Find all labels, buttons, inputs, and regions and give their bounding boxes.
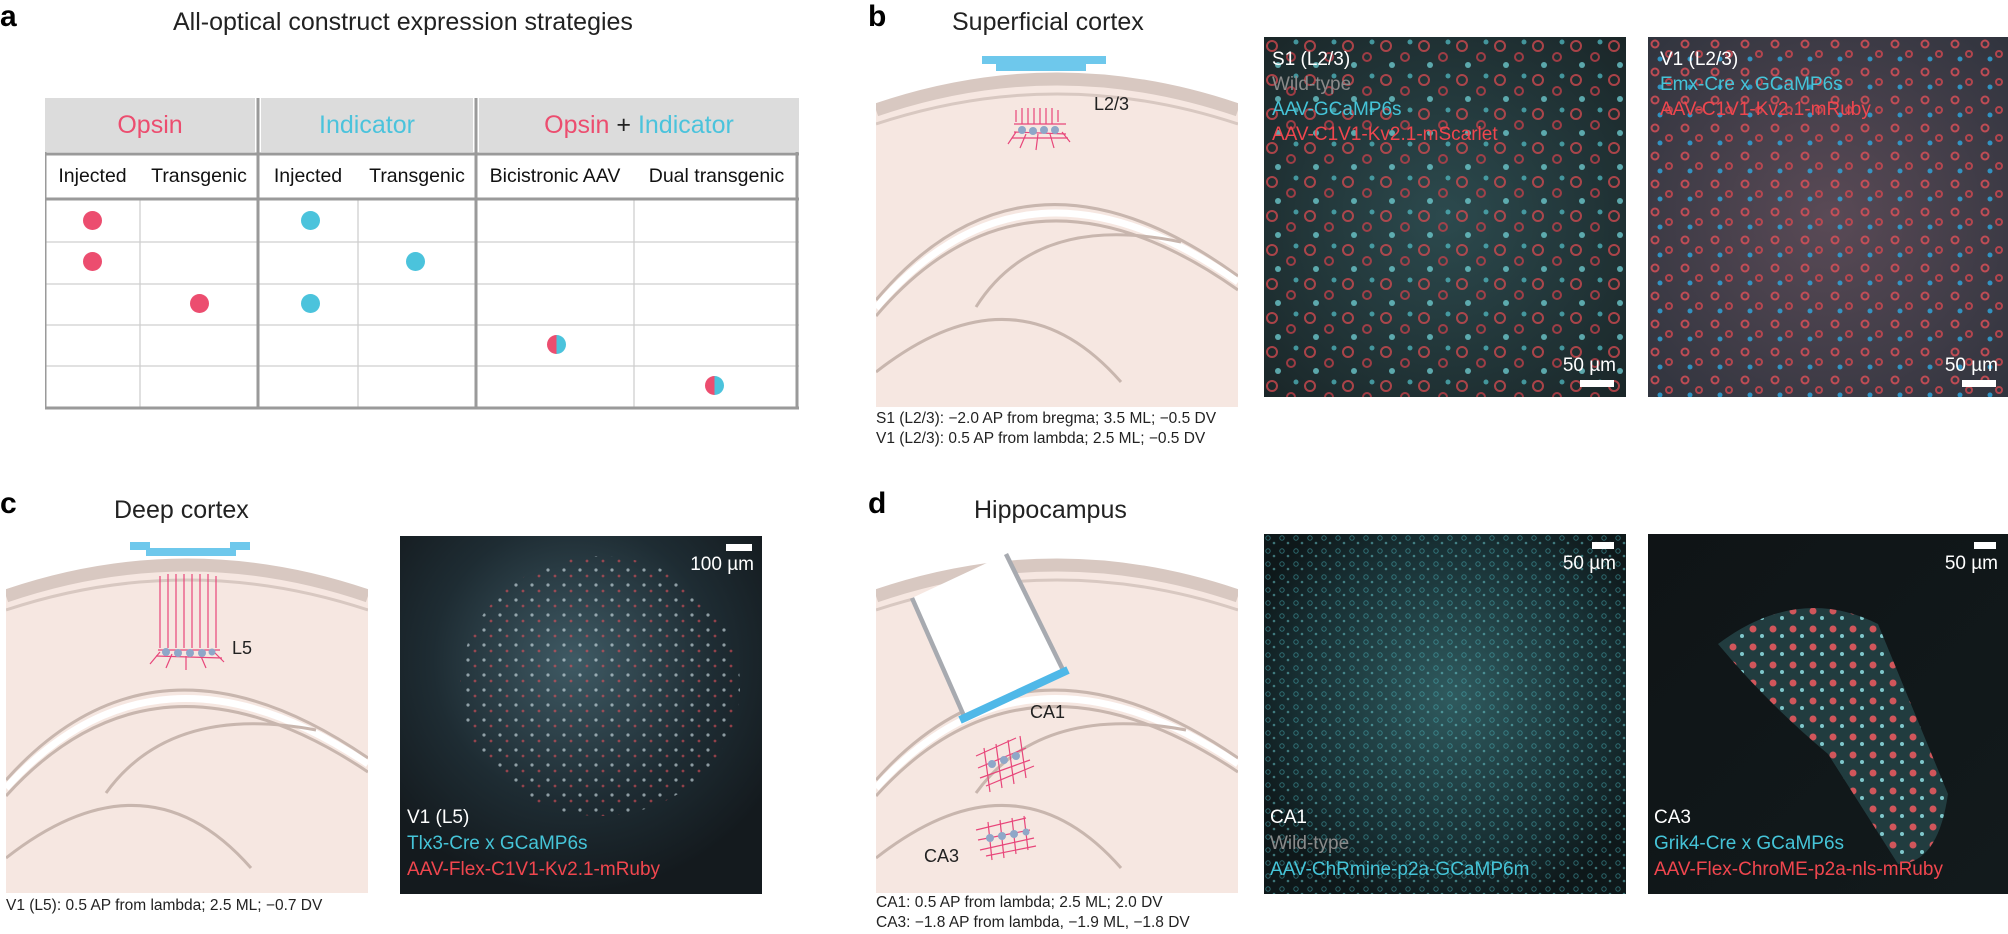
micrograph-ca1-line3: AAV-ChRmine-p2a-GCaMP6m: [1270, 859, 1530, 880]
micrograph-ca3: 50 µm CA3 Grik4-Cre x GCaMP6s AAV-Flex-C…: [1648, 534, 2008, 894]
panel-a-letter: a: [0, 0, 17, 33]
panel-b-coord-v1: V1 (L2/3): 0.5 AP from lambda; 2.5 ML; −…: [876, 430, 1206, 447]
micrograph-v1-line1: V1 (L2/3): [1660, 49, 1739, 70]
micrograph-v1-line2: Emx-Cre x GCaMP6s: [1660, 74, 1843, 95]
panel-d-title: Hippocampus: [974, 496, 1127, 524]
micrograph-ca3-line3: AAV-Flex-ChroME-p2a-nls-mRuby: [1654, 859, 1943, 880]
panel-a-title: All-optical construct expression strateg…: [173, 8, 633, 36]
micrograph-v1-l5: 100 µm V1 (L5) Tlx3-Cre x GCaMP6s AAV-Fl…: [400, 536, 762, 894]
micrograph-v1-l5-texture: [400, 536, 762, 894]
row2-indicator-transgenic-dot: [406, 252, 425, 271]
group-header-indicator: Indicator: [261, 98, 473, 152]
scale-bar: [1974, 542, 1996, 549]
micrograph-v1-texture: [1648, 37, 2008, 397]
panel-b-coord-s1: S1 (L2/3): −2.0 AP from bregma; 3.5 ML; …: [876, 410, 1217, 427]
column-header-opsin-transgenic: Transgenic: [151, 165, 247, 187]
micrograph-s1-line2: Wild-type: [1272, 74, 1352, 95]
group-label-opsin-part: Opsin: [544, 110, 610, 139]
micrograph-s1-l23: S1 (L2/3) Wild-type AAV-GCaMP6s AAV-C1V1…: [1264, 37, 1626, 397]
panel-d-coord-ca1: CA1: 0.5 AP from lambda; 2.5 ML; 2.0 DV: [876, 894, 1163, 911]
panel-d-letter: d: [868, 487, 887, 520]
scale-bar: [1962, 380, 1996, 387]
panel-c-title: Deep cortex: [114, 496, 249, 524]
layer-label-l23: L2/3: [1094, 94, 1129, 114]
label-ca1: CA1: [1030, 702, 1065, 722]
group-header-opsin: Opsin: [45, 98, 255, 152]
brain-schematic-superficial: L2/3: [876, 56, 1238, 407]
row1-opsin-injected-dot: [83, 211, 102, 230]
micrograph-ca1-line2: Wild-type: [1270, 833, 1350, 854]
micrograph-ca1-line1: CA1: [1270, 807, 1307, 828]
panel-d-coord-ca3: CA3: −1.8 AP from lambda, −1.9 ML, −1.8 …: [876, 914, 1190, 931]
group-label-plus: +: [609, 110, 638, 139]
scale-bar-label: 50 µm: [1944, 355, 1998, 376]
brain-schematic-deep: L5: [6, 542, 368, 893]
micrograph-v1-l5-line2: Tlx3-Cre x GCaMP6s: [407, 833, 588, 854]
group-header-combined: Opsin + Indicator: [479, 98, 799, 152]
column-header-bicistronic-aav: Bicistronic AAV: [489, 165, 621, 187]
row3-opsin-transgenic-dot: [190, 294, 209, 313]
group-label-indicator: Indicator: [319, 110, 415, 139]
scale-bar: [1592, 542, 1614, 549]
panel-c-coord-v1: V1 (L5): 0.5 AP from lambda; 2.5 ML; −0.…: [6, 897, 323, 914]
table-grid: [45, 98, 799, 410]
micrograph-ca1-texture: [1264, 534, 1626, 894]
scale-bar: [726, 544, 752, 551]
panel-c-letter: c: [0, 487, 17, 520]
micrograph-s1-line3: AAV-GCaMP6s: [1272, 99, 1402, 120]
row2-opsin-injected-dot: [83, 252, 102, 271]
scale-bar-label: 50 µm: [1944, 553, 1998, 574]
micrograph-s1-texture: [1264, 37, 1626, 397]
scale-bar-label: 100 µm: [690, 554, 754, 575]
panel-b-title: Superficial cortex: [952, 8, 1144, 36]
micrograph-ca3-line2: Grik4-Cre x GCaMP6s: [1654, 833, 1845, 854]
micrograph-ca1: 50 µm CA1 Wild-type AAV-ChRmine-p2a-GCaM…: [1264, 534, 1626, 894]
group-label-indicator-part: Indicator: [637, 110, 734, 139]
scale-bar-label: 50 µm: [1562, 355, 1616, 376]
micrograph-ca3-texture: [1648, 534, 2008, 894]
micrograph-v1-line3: AAV-C1V1-Kv2.1-mRuby: [1660, 99, 1871, 120]
micrograph-ca3-line1: CA3: [1654, 807, 1691, 828]
column-header-indicator-injected: Injected: [273, 165, 343, 187]
micrograph-v1-l5-line1: V1 (L5): [407, 807, 470, 828]
column-header-opsin-injected: Injected: [58, 165, 127, 187]
row4-bicistronic-dot: [547, 335, 566, 354]
row3-indicator-injected-dot: [301, 294, 320, 313]
row5-dual-transgenic-dot: [705, 376, 724, 395]
column-header-dual-transgenic: Dual transgenic: [648, 165, 785, 187]
scale-bar-label: 50 µm: [1562, 553, 1616, 574]
expression-strategy-table: Opsin Indicator Opsin + Indicator Inject…: [45, 98, 799, 410]
row1-indicator-injected-dot: [301, 211, 320, 230]
brain-schematic-hippocampus: CA1 CA3: [876, 553, 1238, 893]
panel-b-letter: b: [868, 0, 887, 33]
micrograph-v1-l5-line3: AAV-Flex-C1V1-Kv2.1-mRuby: [407, 859, 661, 880]
micrograph-v1-l23: V1 (L2/3) Emx-Cre x GCaMP6s AAV-C1V1-Kv2…: [1648, 37, 2008, 397]
micrograph-s1-line1: S1 (L2/3): [1272, 49, 1351, 70]
label-ca3: CA3: [924, 846, 959, 866]
column-header-indicator-transgenic: Transgenic: [369, 165, 465, 187]
group-label-opsin: Opsin: [117, 110, 183, 139]
scale-bar: [1580, 380, 1614, 387]
layer-label-l5: L5: [232, 638, 252, 658]
micrograph-s1-line4: AAV-C1V1-Kv2.1-mScarlet: [1272, 124, 1498, 145]
